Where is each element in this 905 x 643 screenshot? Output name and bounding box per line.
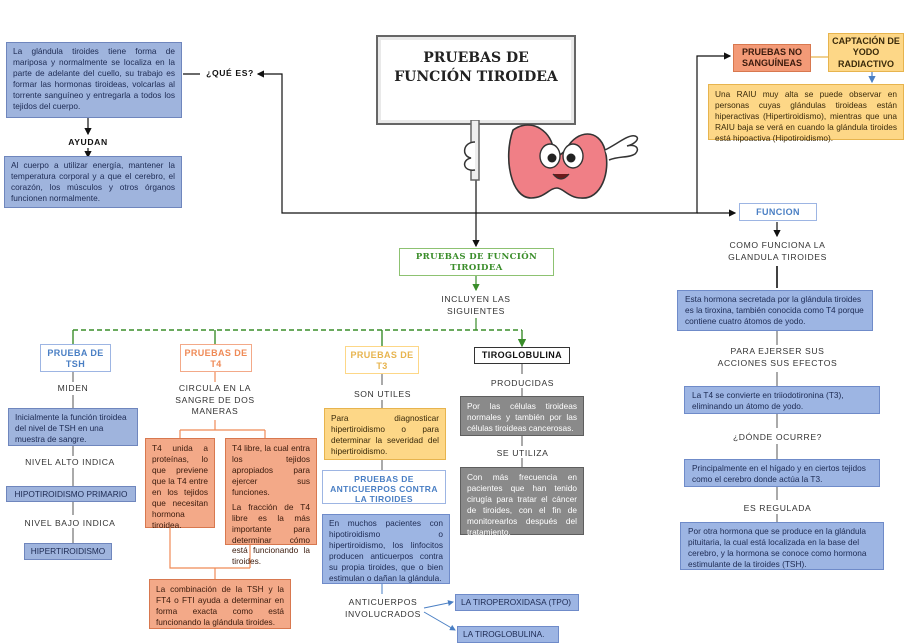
donde-ocurre-label: ¿DÓNDE OCURRE? xyxy=(732,432,823,442)
thyroid-mascot-illustration xyxy=(463,120,639,199)
hipertiroidismo-box: HIPERTIROIDISMO xyxy=(24,543,112,560)
funcion-label: FUNCION xyxy=(739,203,817,221)
title-sign: PRUEBAS DE FUNCIÓN TIROIDEA xyxy=(376,35,576,125)
hipotiroidismo-box: HIPOTIROIDISMO PRIMARIO xyxy=(6,486,136,502)
incluyen-label: INCLUYEN LAS SIGUIENTES xyxy=(441,294,511,316)
para-ejerser-label: PARA EJERSER SUS ACCIONES SUS EFECTOS xyxy=(717,346,838,368)
tiroglobulina-ab-box: LA TIROGLOBULINA. xyxy=(457,626,559,643)
t4-libre-box: T4 libre, la cual entra los tejidos apro… xyxy=(225,438,317,566)
ayudan-box: Al cuerpo a utilizar energía, mantener l… xyxy=(4,156,182,208)
como-funciona-label: COMO FUNCIONA LA GLANDULA TIROIDES xyxy=(728,240,827,262)
funcion-text3-box: Principalmente en el hígado y en ciertos… xyxy=(684,459,880,487)
ayudan-label: AYUDAN xyxy=(68,137,108,147)
tpo-box: LA TIROPEROXIDASA (TPO) xyxy=(455,594,579,611)
nivel-bajo-label: NIVEL BAJO INDICA xyxy=(24,518,116,528)
funcion-text2-box: La T4 se convierte en triiodotironina (T… xyxy=(684,386,880,414)
se-utiliza-label: SE UTILIZA xyxy=(496,448,549,458)
que-es-box: La glándula tiroides tiene forma de mari… xyxy=(6,42,182,118)
t4-label: PRUEBAS DE T4 xyxy=(180,344,252,372)
miden-label: MIDEN xyxy=(57,383,89,393)
no-sanguineas-label: PRUEBAS NO SANGUÍNEAS xyxy=(733,44,811,72)
t4-libre-text2: La fracción de T4 libre es la más import… xyxy=(232,501,310,567)
nivel-alto-label: NIVEL ALTO INDICA xyxy=(25,457,115,467)
funcion-text4-box: Por otra hormona que se produce en la gl… xyxy=(680,522,884,570)
son-utiles-label: SON UTILES xyxy=(353,389,412,399)
funcion-text1-box: Esta hormona secretada por la glándula t… xyxy=(677,290,873,331)
es-regulada-label: ES REGULADA xyxy=(743,503,812,513)
t3-label: PRUEBAS DE T3 xyxy=(345,346,419,374)
t3-box: Para diagnosticar hipertiroidismo o para… xyxy=(324,408,446,460)
tsh-box: Inicialmente la función tiroidea del niv… xyxy=(8,408,138,446)
circula-label: CIRCULA EN LA SANGRE DE DOS MANERAS xyxy=(175,383,255,417)
main-title: PRUEBAS DE FUNCIÓN TIROIDEA xyxy=(394,50,558,85)
que-es-label: ¿QUÉ ES? xyxy=(206,68,254,78)
t4-unida-box: T4 unida a proteínas, lo que previene qu… xyxy=(145,438,215,530)
tiroglobulina-box2: Con más frecuencia en pacientes que han … xyxy=(460,467,584,537)
captacion-label: CAPTACIÓN DE YODO RADIACTIVO xyxy=(828,33,904,72)
t4-combo-box: La combinación de la TSH y la FT4 o FTI … xyxy=(149,579,291,629)
t4-libre-text1: T4 libre, la cual entra los tejidos apro… xyxy=(232,443,310,497)
center-title-box: PRUEBAS DE FUNCIÓN TIROIDEA xyxy=(399,248,554,276)
producidas-label: PRODUCIDAS xyxy=(490,378,555,388)
raiu-box: Una RAIU muy alta se puede observar en p… xyxy=(708,84,904,143)
anticuerpos-label: PRUEBAS DE ANTICUERPOS CONTRA LA TIROIDE… xyxy=(322,470,446,504)
tiroglobulina-label: TIROGLOBULINA xyxy=(474,347,570,364)
anticuerpos-box: En muchos pacientes con hipotiroidismo o… xyxy=(322,514,450,584)
involucrados-label: ANTICUERPOS INVOLUCRADOS xyxy=(345,597,421,619)
tiroglobulina-box1: Por las células tiroideas normales y tam… xyxy=(460,396,584,436)
tsh-label: PRUEBA DE TSH xyxy=(40,344,111,372)
